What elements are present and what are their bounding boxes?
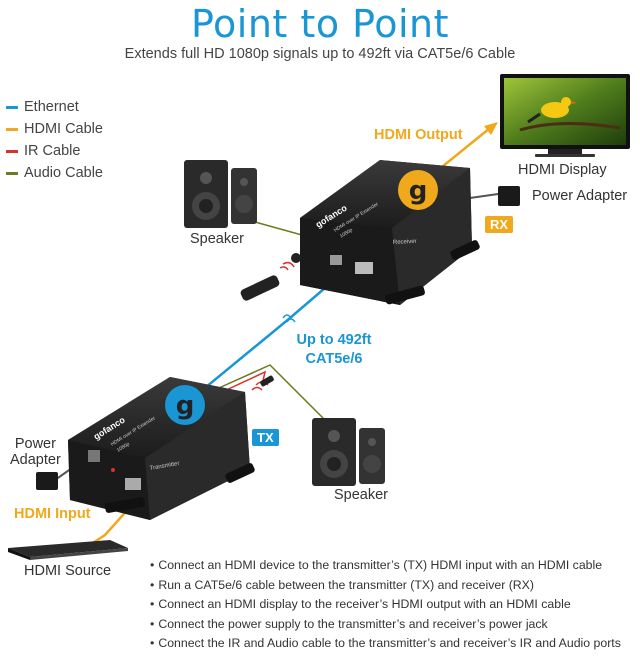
receiver-device: g	[300, 160, 481, 305]
distance-text: Up to 492ft	[294, 331, 374, 350]
instruction-item: Connect the IR and Audio cable to the tr…	[150, 636, 638, 656]
hdmi-output-label: HDMI Output	[374, 127, 463, 143]
connection-diagram: g gofanco HDMI over IP Extender 1080p Re…	[0, 0, 640, 560]
transmitter-device: g	[68, 377, 256, 520]
speaker-rx-label: Speaker	[190, 231, 244, 247]
power-adapter-tx-line1: Power	[10, 436, 61, 452]
cable-type-text: CAT5e/6	[294, 350, 374, 369]
svg-text:g: g	[409, 176, 428, 206]
speaker-tx	[312, 418, 385, 486]
receiver-name-text: Receiver	[393, 239, 417, 246]
instruction-list: Connect an HDMI device to the transmitte…	[150, 558, 638, 656]
hdmi-display-label: HDMI Display	[518, 162, 607, 178]
svg-text:g: g	[176, 391, 195, 421]
instruction-item: Run a CAT5e/6 cable between the transmit…	[150, 578, 638, 598]
power-adapter-tx-line2: Adapter	[10, 452, 61, 468]
speaker-tx-label: Speaker	[334, 487, 388, 503]
tx-badge: TX	[252, 429, 279, 446]
hdmi-display-tv	[500, 74, 630, 157]
hdmi-input-label: HDMI Input	[14, 506, 91, 522]
speaker-rx	[184, 160, 257, 228]
power-adapter-rx	[498, 186, 520, 206]
ir-remote	[239, 253, 301, 302]
hdmi-source-player	[8, 540, 128, 560]
power-adapter-tx	[36, 472, 58, 490]
hdmi-source-label: HDMI Source	[24, 563, 111, 579]
rx-badge: RX	[485, 216, 513, 233]
instruction-item: Connect an HDMI device to the transmitte…	[150, 558, 638, 578]
distance-label: Up to 492ft CAT5e/6	[294, 331, 374, 369]
power-adapter-rx-label: Power Adapter	[532, 188, 627, 204]
power-cable-rx	[470, 194, 498, 198]
instruction-item: Connect an HDMI display to the receiver’…	[150, 597, 638, 617]
instruction-item: Connect the power supply to the transmit…	[150, 617, 638, 637]
hdmi-output-arrow	[484, 122, 498, 135]
power-adapter-tx-label: Power Adapter	[10, 436, 61, 468]
